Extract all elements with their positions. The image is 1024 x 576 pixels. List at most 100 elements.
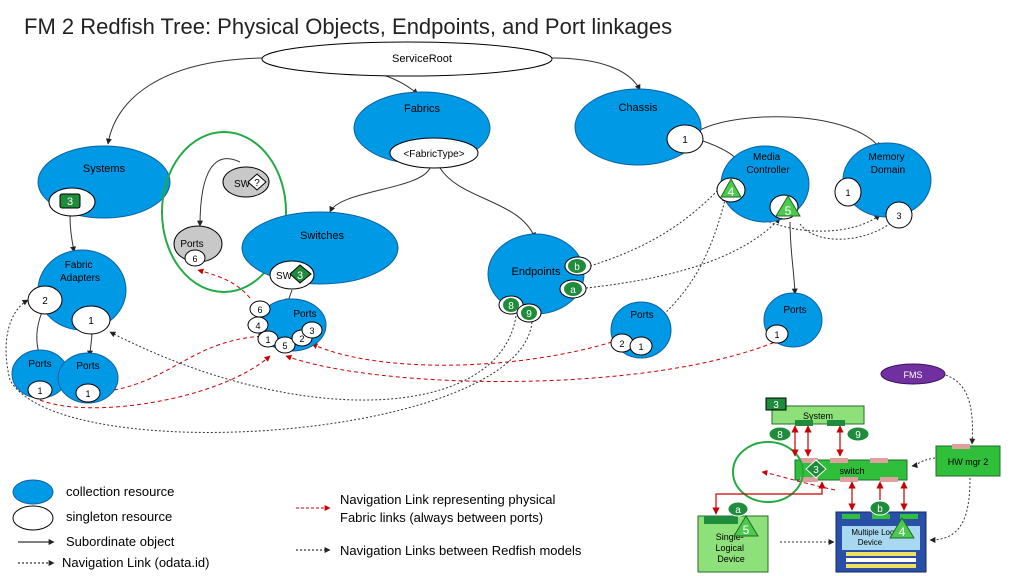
link-root-systems: [105, 57, 263, 145]
switch-port-5[interactable]: [274, 336, 296, 354]
fa-singleton-1[interactable]: [71, 305, 111, 335]
sld-box[interactable]: [697, 515, 769, 573]
endpoints-label: Endpoints: [512, 266, 561, 278]
hw-mgr-port: [952, 444, 970, 449]
endpoint-8-green: [503, 298, 519, 312]
legend-navlink-label: Navigation Link (odata.id): [62, 555, 209, 570]
mc-port-1[interactable]: [765, 324, 789, 344]
switch-diamond-text: 3: [297, 270, 303, 282]
mld-port-1: [842, 514, 860, 519]
ports-left1-singleton[interactable]: [27, 380, 53, 400]
fa-badge-2: 2: [42, 296, 48, 307]
legend-collection-label: collection resource: [66, 484, 174, 499]
sld-triangle: [733, 515, 759, 537]
ports-left2-singleton[interactable]: [75, 383, 101, 403]
fa-singleton-2[interactable]: [27, 285, 63, 315]
switch-port-5-label: 5: [282, 341, 287, 351]
hw-switch-port-3: [870, 458, 888, 463]
memory-domain-line2: Domain: [871, 165, 905, 176]
fa-badge-1: 1: [88, 316, 94, 327]
switch-port-3[interactable]: [301, 321, 323, 339]
link-fa-ports2: [87, 331, 94, 357]
system-label: System: [803, 411, 833, 421]
sld-line2: Logical: [715, 543, 744, 553]
hw-switch-port-1: [800, 458, 818, 463]
mld-stripe-1: [846, 552, 916, 556]
switch-port-6-label: 6: [257, 305, 262, 315]
mc-badge-5: 5: [785, 204, 792, 218]
chassis-label: Chassis: [618, 102, 658, 114]
fabric-adapters-line1: Fabric: [65, 260, 93, 271]
ep-port-1-label: 1: [638, 342, 643, 352]
legend-subordinate-label: Subordinate object: [66, 534, 175, 549]
gray-ports-singleton[interactable]: [184, 249, 206, 267]
nav-link-hwmgr-mld: [929, 477, 971, 543]
hardware-model: FMS System 3 8 9 switch 3 HW mgr 2 S: [697, 363, 1001, 573]
link-root-chassis: [551, 57, 641, 91]
mld-badge-b-shape: [869, 500, 891, 516]
ep-port-1[interactable]: [629, 336, 653, 356]
systems-green-badge: [59, 193, 81, 209]
link-fabric-switches: [329, 167, 431, 213]
fabric-type-label: <FabricType>: [403, 149, 464, 160]
endpoint-a-green: [564, 282, 582, 296]
phys-link-mcport-switch: [285, 339, 781, 382]
switches-collection[interactable]: [241, 211, 399, 285]
sys-badge-9-shape: [846, 426, 870, 442]
legend-physical-line2: Fabric links (always between ports): [340, 510, 543, 525]
link-fa-ports1: [35, 311, 43, 357]
legend-physical-line1: Navigation Link representing physical: [340, 492, 555, 507]
mld-line2: Device: [858, 538, 883, 547]
sys-badge-9: 9: [855, 430, 861, 441]
physical-links: [39, 268, 836, 491]
sld-port: [704, 516, 738, 524]
nav-link-ep9-fa2: [5, 299, 533, 433]
ports-left2-collection[interactable]: [57, 352, 119, 404]
ports-left1-label: Ports: [28, 359, 51, 370]
system-box[interactable]: [771, 405, 865, 425]
phys-link-port1-switch: [99, 333, 265, 393]
switch-port-4-label: 4: [255, 321, 260, 331]
service-root-node[interactable]: [261, 41, 553, 77]
ep-port-2-label: 2: [619, 339, 624, 349]
mc-badge-4: 4: [728, 185, 735, 199]
gray-ports-badge: 6: [192, 254, 197, 264]
hw-mgr-box[interactable]: [935, 445, 1001, 477]
endpoint-8-label: 8: [508, 301, 514, 312]
fms-node[interactable]: [880, 363, 946, 385]
ports-left2-badge: 1: [85, 389, 90, 399]
mld-stripe-2: [846, 558, 916, 562]
hw-switch-badge: 3: [813, 465, 819, 476]
md-singleton-1[interactable]: [834, 177, 862, 207]
hw-link-sw-sld: [712, 481, 826, 515]
mc-triangle-5: [775, 195, 801, 217]
chassis-singleton[interactable]: [666, 124, 704, 154]
link-systems-fabadapters: [69, 215, 77, 253]
gray-sw-label: SW: [234, 179, 251, 190]
mld-port-2: [872, 514, 890, 519]
fabrics-label: Fabrics: [404, 103, 441, 115]
mld-line1: Multiple Logical: [851, 528, 906, 537]
nav-link-mc-md: [799, 213, 901, 240]
mld-stripe-3: [846, 564, 916, 568]
subordinate-links: [35, 57, 881, 357]
ep-ports-label: Ports: [630, 310, 653, 321]
system-badge-box: [765, 397, 787, 411]
fabric-adapters-line2: Adapters: [60, 273, 100, 284]
fabric-type-singleton[interactable]: [389, 137, 479, 169]
hw-physical-links: [712, 425, 908, 515]
hw-switch-port-6: [880, 477, 898, 482]
sld-badge-5: 5: [743, 523, 750, 537]
phys-link-ports-grayports: [197, 268, 251, 299]
memory-domain-line1: Memory: [869, 152, 905, 163]
ports-left2-label: Ports: [76, 361, 99, 372]
ports-left1-badge: 1: [37, 386, 42, 396]
link-graysw-grayports: [197, 158, 241, 227]
mld-label: Multiple Logical Device: [851, 528, 908, 547]
switch-port-4[interactable]: [247, 316, 269, 334]
md-singleton-3[interactable]: [885, 201, 913, 229]
phys-link-port2-switch: [39, 355, 271, 409]
gray-sw-diamond: [247, 173, 267, 191]
hw-mgr-label: HW mgr 2: [948, 457, 989, 467]
hw-switch-port-2: [830, 458, 848, 463]
